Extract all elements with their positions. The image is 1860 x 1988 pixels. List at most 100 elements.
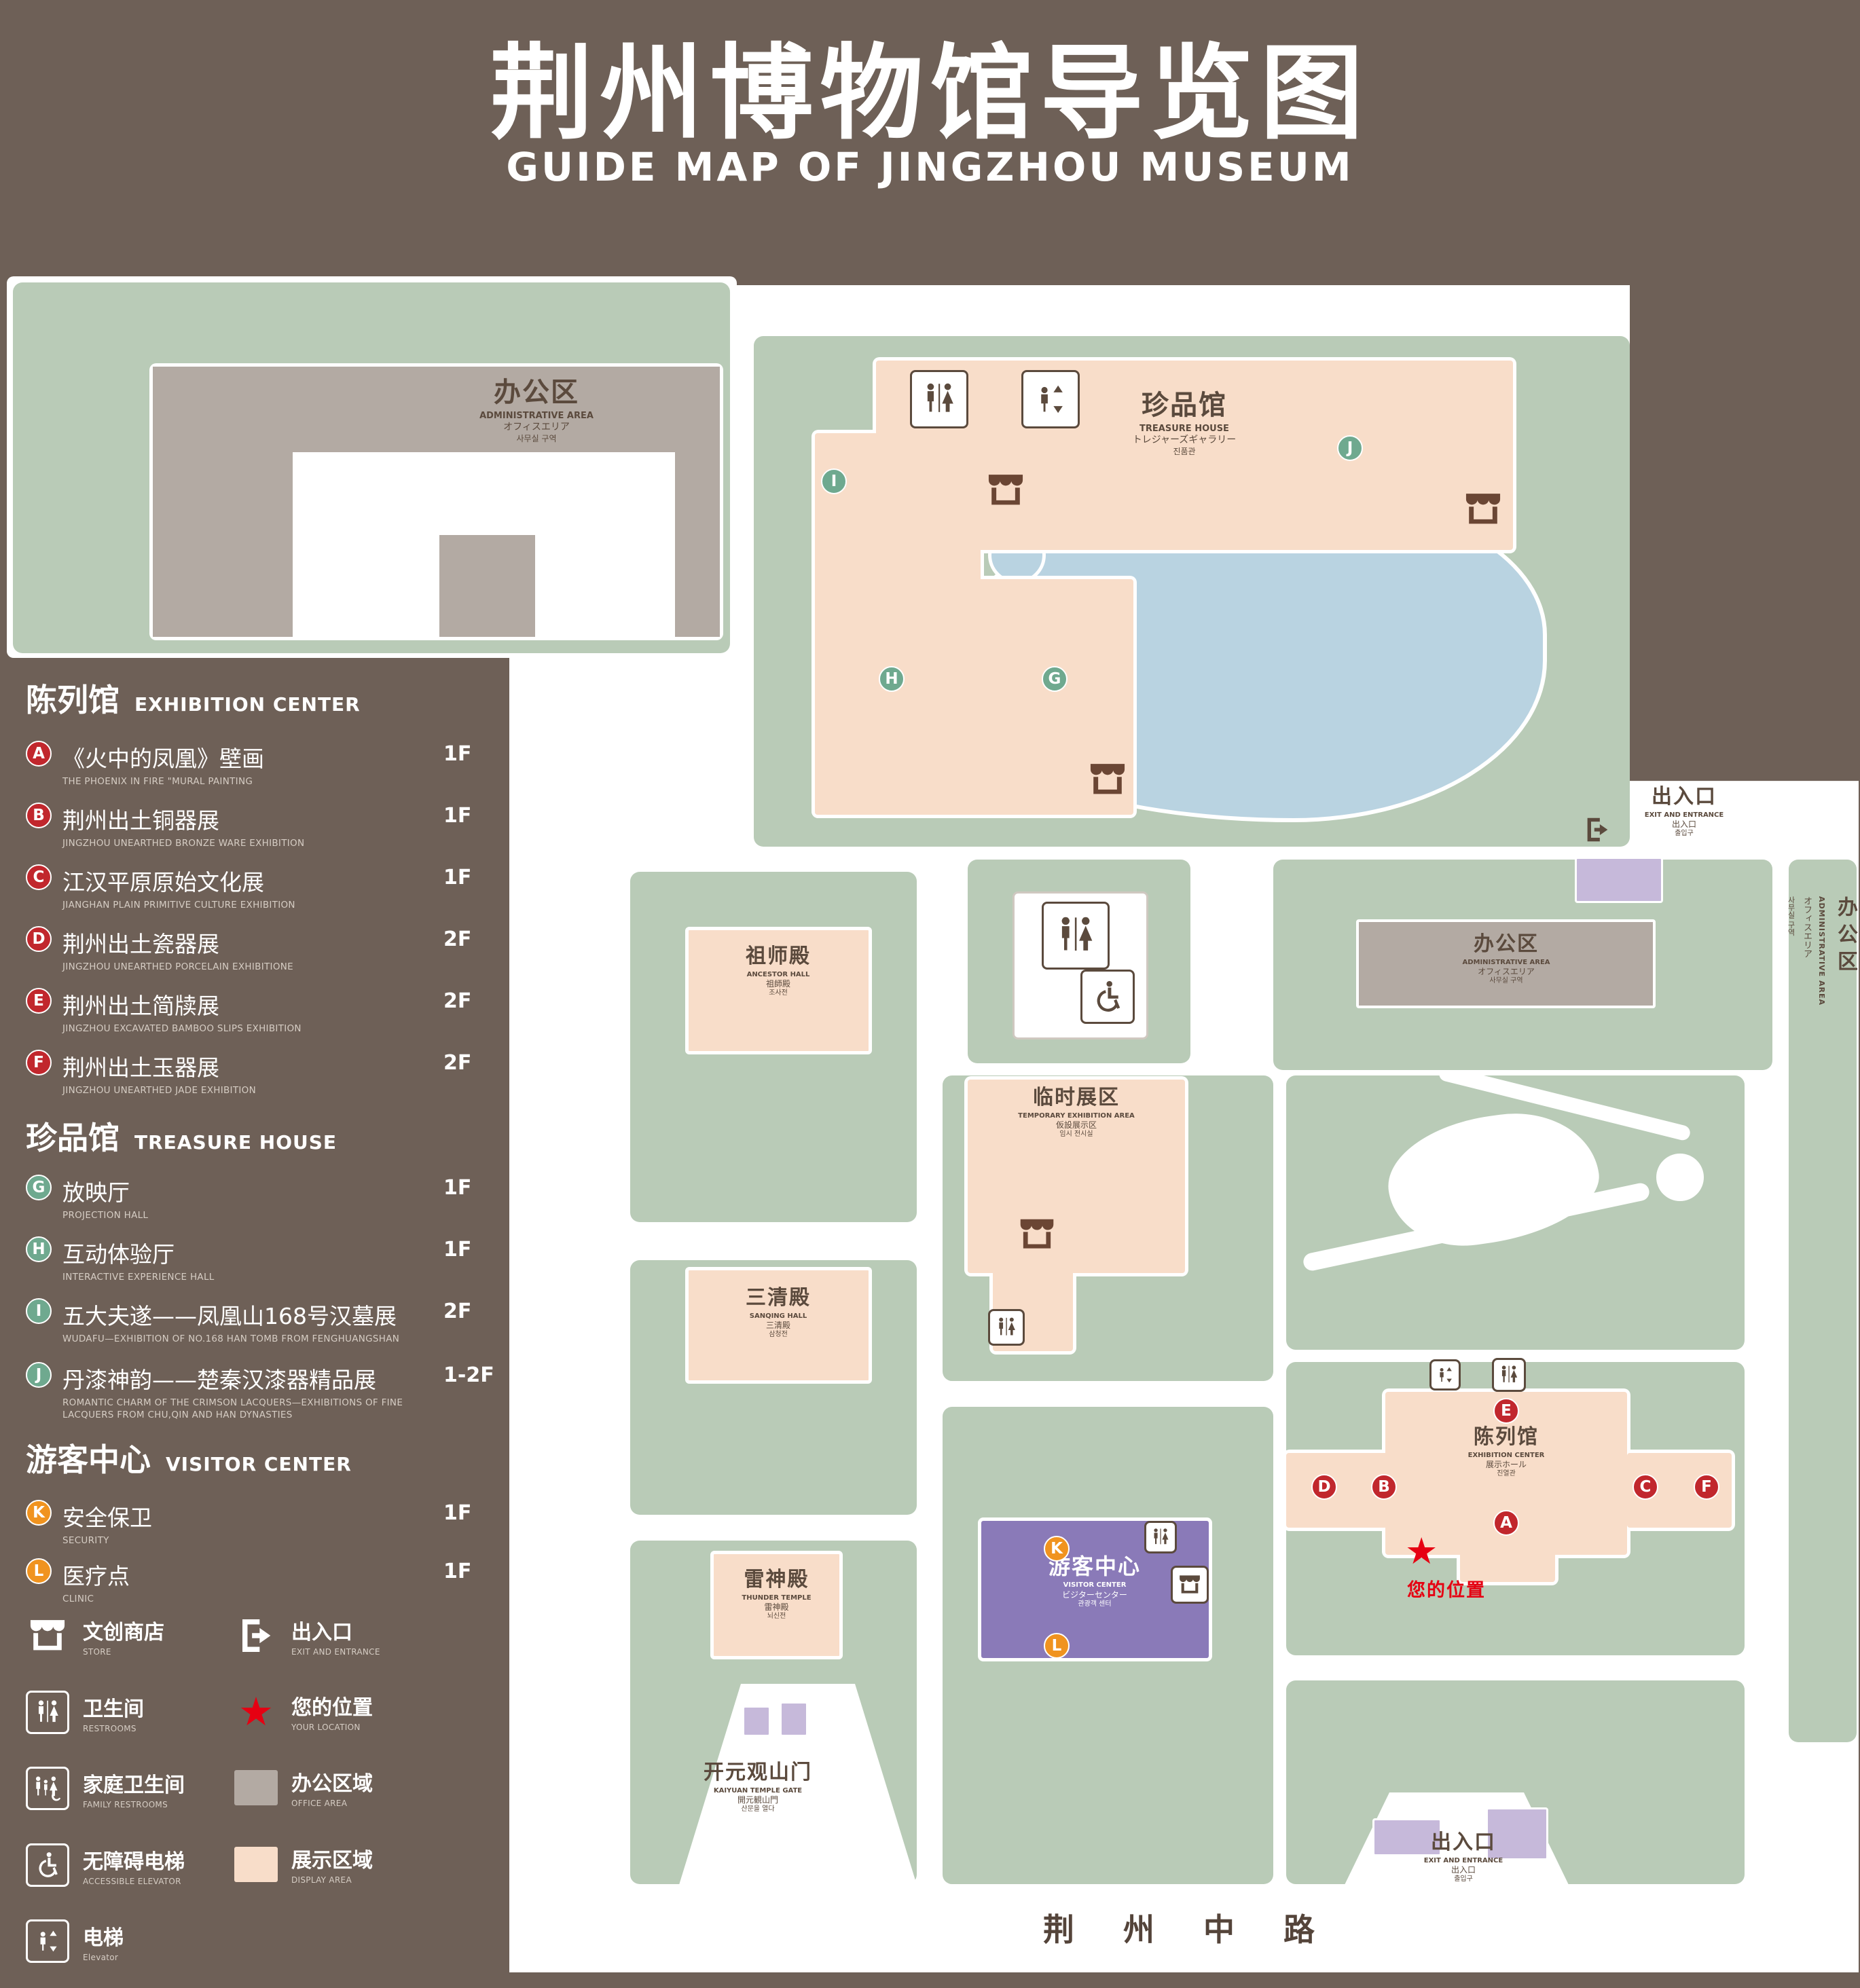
legend-item-i: I 五大夫遂——凤凰山168号汉墓展 WUDAFU—EXHIBITION OF … (26, 1298, 508, 1346)
map-marker-d: D (1311, 1474, 1337, 1500)
floor-label: 2F (443, 989, 472, 1013)
item-name-en: CLINIC (62, 1594, 94, 1604)
ko-line: 임시 전시실 (1059, 1130, 1093, 1138)
map-marker-a: A (1493, 1510, 1519, 1536)
section-heading-exhibition-center: 陈列馆 EXHIBITION CENTER (26, 676, 361, 720)
ja-line: 祖師殿 (765, 979, 790, 989)
en-line: TEMPORARY EXHIBITION AREA (1018, 1111, 1135, 1120)
map-marker-l: L (1044, 1633, 1070, 1659)
legend-zh: 出入口 (291, 1620, 352, 1644)
temporary-exhibition-label: 临时展区 TEMPORARY EXHIBITION AREA 仮設展示区 임시 … (974, 1085, 1178, 1139)
gate-pillar-left (742, 1706, 771, 1737)
en-line: THUNDER TEMPLE (742, 1594, 812, 1602)
legend-item-f: F 荆州出土玉器展 JINGZHOU UNEARTHED JADE EXHIBI… (26, 1050, 508, 1097)
ko-line: 뇌신전 (767, 1613, 786, 1620)
ja-line: ビジターセンター (1062, 1589, 1127, 1600)
zh-line: 开元观山门 (704, 1761, 812, 1784)
legend-item-e: E 荆州出土简牍展 JINGZHOU EXCAVATED BAMBOO SLIP… (26, 988, 508, 1035)
legend-office-area: 办公区域 OFFICE AREA (234, 1767, 373, 1808)
legend-en: ACCESSIBLE ELEVATOR (83, 1876, 181, 1886)
ko-line: 사무실 구역 (1787, 896, 1795, 936)
badge-i: I (26, 1298, 52, 1324)
restroom-icon (988, 1309, 1025, 1346)
legend-item-c: C 江汉平原原始文化展 JIANGHAN PLAIN PRIMITIVE CUL… (26, 864, 508, 912)
gate-pillar-right (780, 1701, 808, 1737)
badge-h: H (26, 1236, 52, 1262)
garden-path-3 (1656, 1154, 1704, 1201)
legend-exit: 出入口 EXIT AND ENTRANCE (234, 1614, 380, 1657)
item-name-zh: 荆州出土铜器展 (62, 807, 219, 834)
legend-item-k: K 安全保卫 SECURITY 1F (26, 1500, 508, 1547)
legend-zh: 家庭卫生间 (83, 1773, 185, 1797)
entrance-pad-right (1575, 857, 1663, 903)
legend-item-l: L 医疗点 CLINIC 1F (26, 1558, 508, 1606)
legend-your-location: ★ 您的位置 YOUR LOCATION (234, 1691, 373, 1733)
restroom-icon (1144, 1521, 1177, 1553)
item-name-en: WUDAFU—EXHIBITION OF NO.168 HAN TOMB FRO… (62, 1333, 400, 1344)
ko-line: 진열관 (1497, 1470, 1516, 1477)
ko-line: 출입구 (1675, 830, 1694, 837)
ko-line: 진품관 (1173, 446, 1196, 456)
zh-line: 办公区 (494, 377, 579, 408)
legend-item-b: B 荆州出土铜器展 JINGZHOU UNEARTHED BRONZE WARE… (26, 803, 508, 850)
en-line: EXIT AND ENTRANCE (1423, 1856, 1503, 1864)
ja-line: 雷神殿 (764, 1602, 789, 1612)
zh-line: 祖师殿 (746, 944, 811, 968)
map-marker-c: C (1633, 1474, 1658, 1500)
legend-item-a: A 《火中的凤凰》壁画 THE PHOENIX IN FIRE "MURAL P… (26, 741, 508, 788)
item-name-en: THE PHOENIX IN FIRE "MURAL PAINTING (62, 776, 253, 787)
ja-line: オフィスエリア (503, 422, 570, 433)
heading-zh: 陈列馆 (26, 682, 120, 718)
ancestor-hall-label: 祖师殿 ANCESTOR HALL 祖師殿 조사전 (693, 944, 863, 998)
location-star-icon: ★ (1405, 1530, 1438, 1572)
map-marker-k: K (1044, 1536, 1070, 1562)
admin-top-left-west-wing (153, 452, 293, 637)
heading-en: VISITOR CENTER (166, 1453, 352, 1475)
item-name-zh: 五大夫遂——凤凰山168号汉墓展 (62, 1303, 397, 1329)
floor-label: 2F (443, 1051, 472, 1075)
zh-line: 游客中心 (1048, 1553, 1141, 1579)
legend-en: EXIT AND ENTRANCE (291, 1646, 380, 1657)
badge-j: J (26, 1362, 52, 1388)
sanqing-hall-building (685, 1267, 872, 1384)
kaiyuan-gate-label: 开元观山门 KAIYUAN TEMPLE GATE 開元観山門 산문을 열다 (656, 1760, 860, 1814)
zh-line: 陈列馆 (1474, 1425, 1539, 1449)
item-name-zh: 荆州出土简牍展 (62, 993, 219, 1019)
item-name-en: JINGZHOU UNEARTHED JADE EXHIBITION (62, 1085, 256, 1096)
ja-line: 開元観山門 (737, 1795, 778, 1805)
item-name-en: JIANGHAN PLAIN PRIMITIVE CULTURE EXHIBIT… (62, 900, 295, 910)
en-line: ADMINISTRATIVE AREA (1462, 958, 1550, 966)
ko-line: 출입구 (1454, 1875, 1473, 1883)
item-name-zh: 《火中的凤凰》壁画 (62, 746, 264, 772)
item-name-en: SECURITY (62, 1535, 109, 1546)
item-name-en: ROMANTIC CHARM OF THE CRIMSON LACQUERS—E… (62, 1397, 403, 1420)
legend-en: RESTROOMS (83, 1723, 136, 1733)
item-name-en: INTERACTIVE EXPERIENCE HALL (62, 1272, 215, 1283)
item-name-zh: 医疗点 (62, 1563, 130, 1589)
accessible-restroom-icon (1080, 970, 1135, 1024)
badge-c: C (26, 864, 52, 890)
elevator-icon (26, 1919, 69, 1963)
item-name-zh: 互动体验厅 (62, 1241, 175, 1268)
legend-zh: 办公区域 (291, 1772, 373, 1796)
legend-zh: 卫生间 (83, 1697, 144, 1721)
store-icon (1016, 1213, 1058, 1255)
floor-label: 1-2F (443, 1363, 494, 1387)
garden (1286, 1075, 1745, 1350)
entrance-pad-bottom-right (1486, 1807, 1548, 1860)
en-line: KAIYUAN TEMPLE GATE (713, 1786, 803, 1794)
heading-zh: 珍品馆 (26, 1120, 120, 1156)
legend-zh: 电梯 (83, 1926, 124, 1950)
en-line: EXHIBITION CENTER (1467, 1451, 1545, 1459)
ja-line: オフィスエリア (1478, 967, 1535, 976)
legend-item-j: J 丹漆神韵——楚秦汉漆器精品展 ROMANTIC CHARM OF THE C… (26, 1362, 508, 1421)
map-marker-j: J (1337, 435, 1363, 461)
ja-line: オフィスエリア (1802, 896, 1812, 958)
floor-label: 2F (443, 1300, 472, 1323)
exhibition-south-stub (1460, 1551, 1555, 1582)
legend-accessible-elevator: 无障碍电梯 ACCESSIBLE ELEVATOR (26, 1843, 185, 1887)
admin-top-left-building (153, 367, 720, 452)
map-marker-f: F (1694, 1474, 1719, 1500)
floor-label: 1F (443, 1501, 472, 1525)
admin-right-label: 办公区 ADMINISTRATIVE AREA オフィスエリア 사무실 구역 (1404, 932, 1608, 986)
